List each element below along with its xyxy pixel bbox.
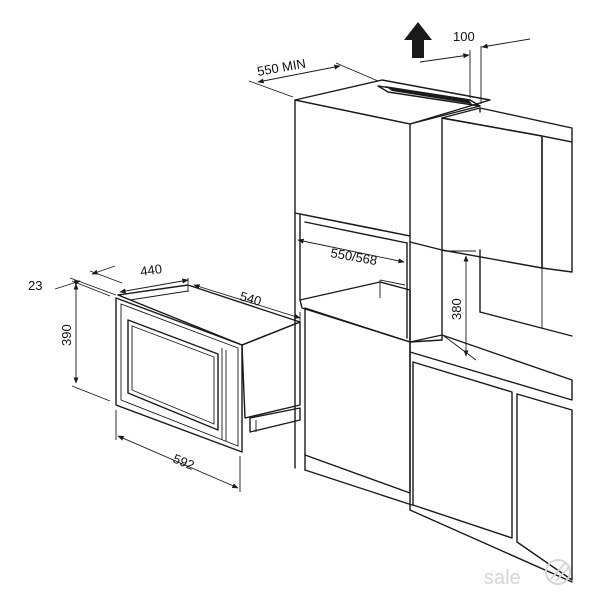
label-592: 592 — [171, 451, 197, 473]
niche-shelf — [299, 281, 411, 343]
base-cabinets-right — [409, 361, 573, 583]
watermark-text: sale — [484, 567, 521, 589]
countertop — [409, 334, 573, 401]
dimension-labels: 100 550 MIN 550/568 380 23 390 440 540 5… — [28, 29, 475, 473]
dimension-lines — [54, 38, 531, 492]
label-100: 100 — [453, 29, 475, 44]
label-440: 440 — [139, 261, 163, 279]
label-550-min: 550 MIN — [256, 56, 307, 79]
microwave-appliance — [115, 284, 301, 453]
label-540: 540 — [238, 288, 263, 308]
wall-cabinets-right — [441, 107, 573, 273]
label-380: 380 — [449, 298, 464, 320]
watermark: sale — [484, 559, 571, 589]
back-wall-right — [479, 249, 573, 337]
kitchen-cabinets — [294, 79, 573, 583]
fork-logo-icon — [545, 559, 571, 585]
side-panel — [409, 241, 443, 343]
top-vent-slot — [377, 85, 481, 107]
label-390: 390 — [59, 324, 74, 346]
label-550-568: 550/568 — [329, 245, 378, 268]
label-23: 23 — [28, 278, 42, 293]
base-cabinet-left — [304, 307, 413, 506]
arrow-up-icon — [404, 22, 432, 58]
